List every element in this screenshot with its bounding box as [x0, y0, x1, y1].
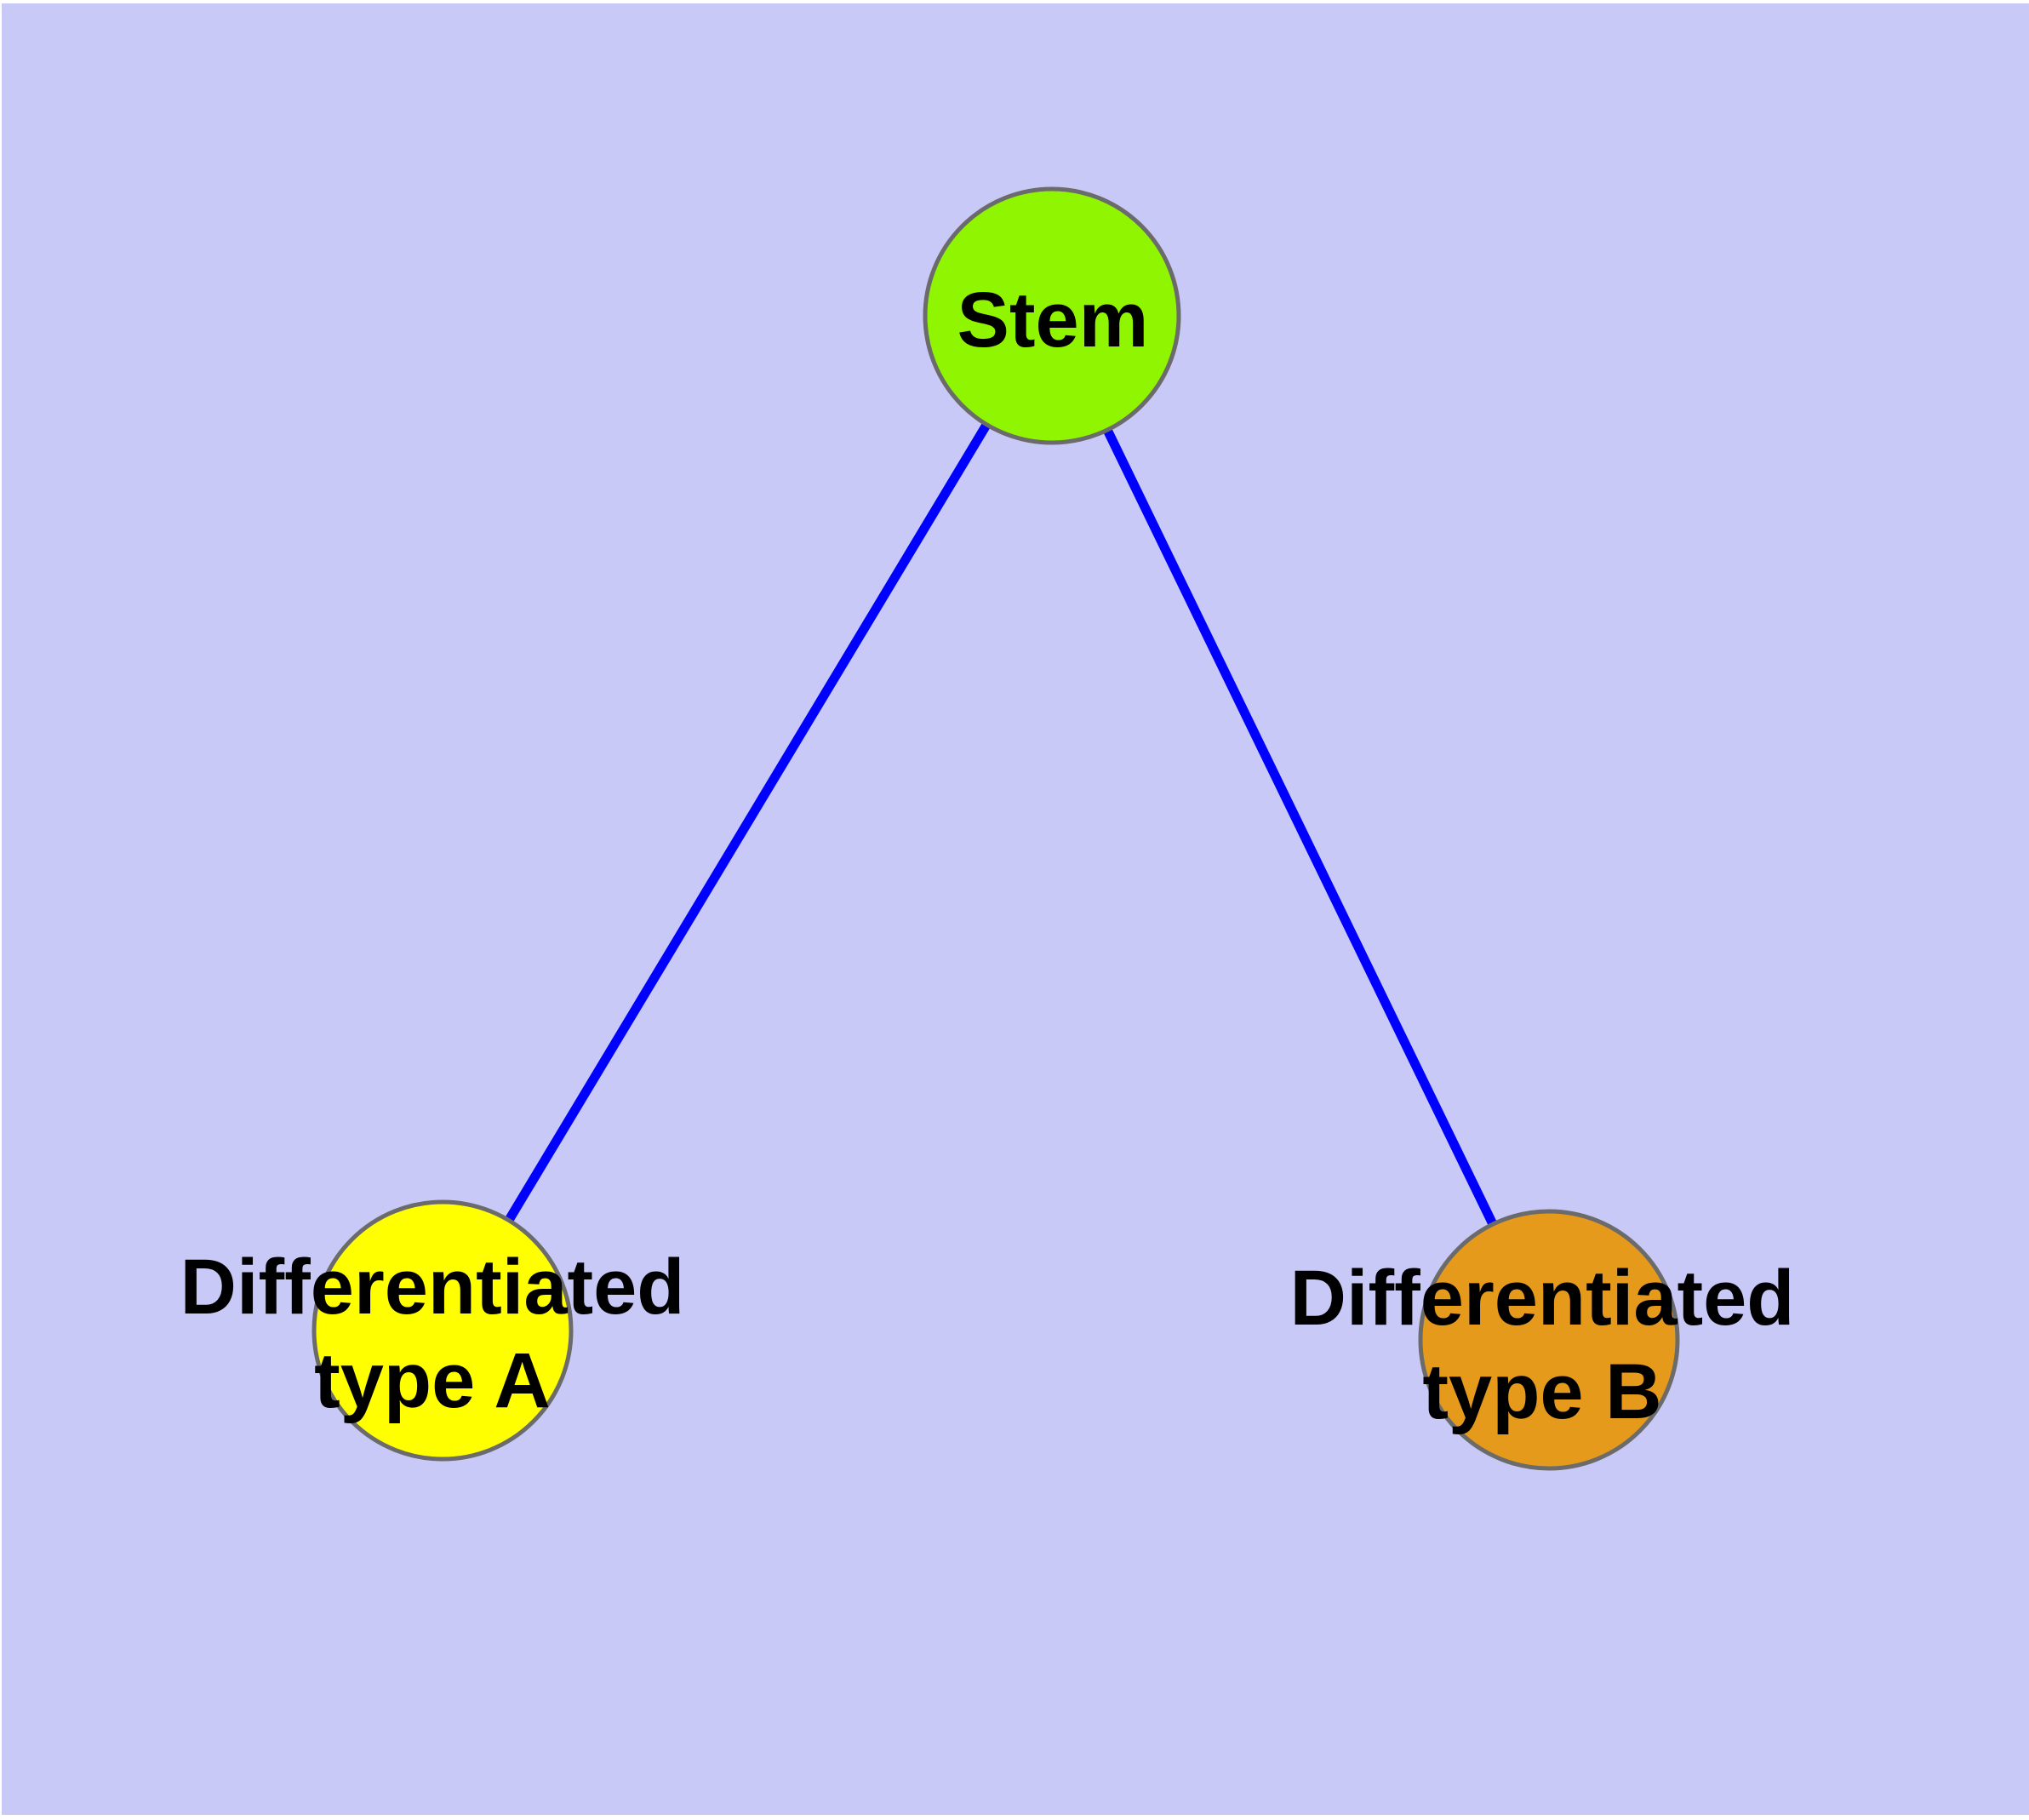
- node-type-b-label-line2: type B: [1422, 1348, 1662, 1435]
- edge-stem-to-type-a: [438, 313, 1056, 1333]
- node-stem-label-text: Stem: [957, 277, 1149, 363]
- node-type-b-label-line1: Differentiated: [1289, 1255, 1795, 1342]
- node-type-b-label: Differentiated type B: [1290, 1251, 1795, 1439]
- node-stem-label: Stem: [957, 273, 1149, 367]
- node-type-a-circle: [311, 1199, 574, 1462]
- node-stem-circle: [923, 186, 1181, 445]
- edge-stem-to-type-b: [1048, 313, 1553, 1342]
- node-type-b-circle: [1418, 1209, 1680, 1471]
- node-type-a-label-line2: type A: [314, 1337, 551, 1424]
- node-type-a-label-line1: Differentiated: [180, 1244, 685, 1331]
- node-type-a-label: Differentiated type A: [180, 1240, 685, 1428]
